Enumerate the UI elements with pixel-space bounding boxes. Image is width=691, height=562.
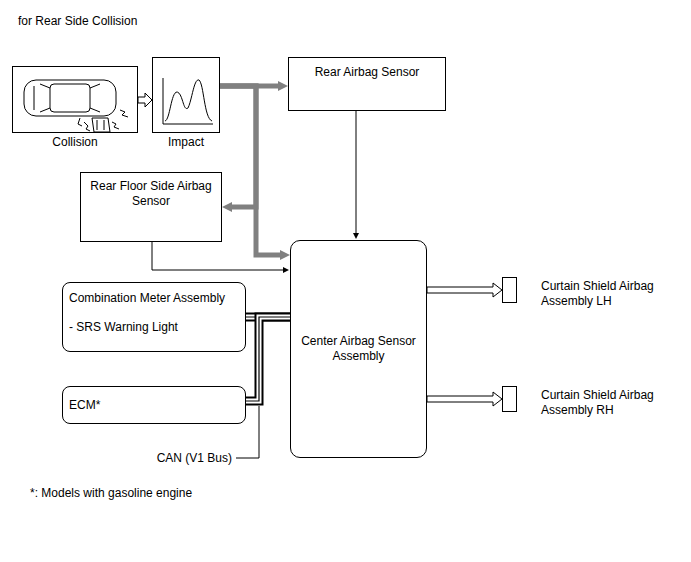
diagram-title: for Rear Side Collision <box>18 14 137 29</box>
signal-arrow <box>427 283 502 297</box>
impact-signal-arrow <box>220 86 256 207</box>
connector-line <box>220 86 280 255</box>
meter-box: Combination Meter Assembly - SRS Warning … <box>62 282 246 352</box>
airbag-symbol <box>502 277 517 303</box>
figure-frame <box>12 66 138 133</box>
hollow-arrow <box>138 93 152 107</box>
connector-line <box>152 242 283 270</box>
node-text: - SRS Warning Light <box>69 320 239 335</box>
sensor-box: Rear Airbag Sensor <box>288 57 446 111</box>
impact-graph <box>163 78 213 124</box>
node-text: Center Airbag Sensor Assembly <box>299 334 418 364</box>
airbag-assembly: Curtain Shield Airbag Assembly LH <box>502 277 674 309</box>
impact-signal-arrow <box>220 86 280 255</box>
hollow-arrow <box>427 283 502 297</box>
can-bus-line <box>246 317 290 401</box>
connector-line <box>220 86 256 207</box>
bus-wire <box>246 317 290 401</box>
node-text: ECM* <box>69 398 239 413</box>
signal-arrow <box>152 242 283 270</box>
airbag-symbol <box>502 386 517 412</box>
hollow-arrow <box>427 392 502 406</box>
node-text: Curtain Shield Airbag Assembly LH <box>541 279 671 309</box>
controller-box: Center Airbag Sensor Assembly <box>290 240 427 458</box>
bus-wire <box>246 317 290 401</box>
figure-caption: Collision <box>2 135 148 150</box>
node-text: Rear Airbag Sensor <box>295 65 439 80</box>
signal-arrow <box>138 93 152 107</box>
node-text: Rear Floor Side Airbag Sensor <box>89 179 213 209</box>
signal-arrow <box>356 111 357 233</box>
connector-line <box>356 111 357 233</box>
signal-arrow <box>427 392 502 406</box>
collision-figure: Collision <box>12 66 138 152</box>
figure-frame <box>152 57 220 133</box>
airbag-assembly: Curtain Shield Airbag Assembly RH <box>502 386 674 418</box>
figure-caption: Impact <box>142 135 230 150</box>
bus-label: CAN (V1 Bus) <box>140 451 232 466</box>
node-text: Combination Meter Assembly <box>69 291 239 306</box>
footnote: *: Models with gasoline engine <box>30 486 430 501</box>
ecm-box: ECM* <box>62 386 246 424</box>
sensor-box: Rear Floor Side Airbag Sensor <box>80 172 222 242</box>
node-text: Curtain Shield Airbag Assembly RH <box>541 388 671 418</box>
bus-wire <box>246 317 290 401</box>
car-illustration <box>24 80 128 132</box>
impact-figure: Impact <box>152 57 220 153</box>
